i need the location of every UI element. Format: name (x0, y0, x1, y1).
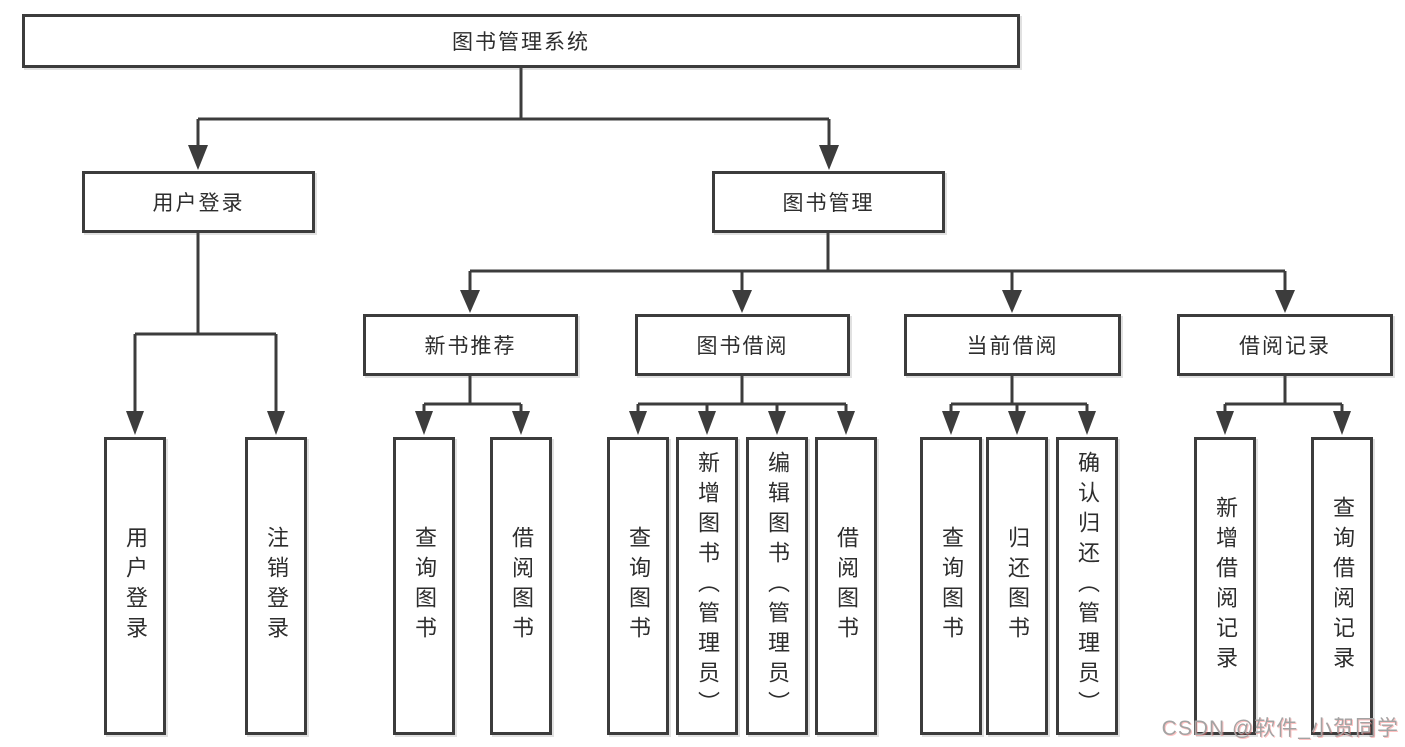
leaf-label: 查询图书 (412, 526, 437, 646)
leaf-label: 查询借阅记录 (1330, 496, 1355, 676)
arrowhead-icons (126, 145, 1351, 435)
leaf-return-books: 归还图书 (986, 437, 1048, 735)
leaf-query-books-borrowing: 查询图书 (607, 437, 669, 735)
leaf-borrow-books-recommend: 借阅图书 (490, 437, 552, 735)
leaf-add-borrow-record: 新增借阅记录 (1194, 437, 1256, 735)
node-current-borrowing: 当前借阅 (904, 314, 1121, 376)
leaf-borrow-books: 借阅图书 (815, 437, 877, 735)
node-book-management: 图书管理 (712, 171, 945, 233)
leaf-label: 查询图书 (626, 526, 651, 646)
leaf-query-books-recommend: 查询图书 (393, 437, 455, 735)
root-node-book-management-system: 图书管理系统 (22, 14, 1020, 68)
node-book-borrowing-label: 图书借阅 (696, 335, 789, 358)
node-borrowing-records: 借阅记录 (1177, 314, 1393, 376)
leaf-label: 新增图书（管理员） (695, 451, 720, 721)
csdn-watermark: CSDN @软件_小贺同学 (1161, 717, 1399, 740)
leaf-user-login: 用户登录 (104, 437, 166, 735)
node-book-borrowing: 图书借阅 (635, 314, 850, 376)
node-book-management-label: 图书管理 (782, 192, 875, 215)
node-current-borrowing-label: 当前借阅 (966, 335, 1059, 358)
leaf-query-books-current: 查询图书 (920, 437, 982, 735)
node-new-book-recommend-label: 新书推荐 (424, 335, 517, 358)
leaf-add-books-admin: 新增图书（管理员） (676, 437, 738, 735)
leaf-label: 借阅图书 (509, 526, 534, 646)
leaf-label: 借阅图书 (834, 526, 859, 646)
leaf-query-borrow-record: 查询借阅记录 (1311, 437, 1373, 735)
node-user-login-label: 用户登录 (152, 192, 245, 215)
leaf-label: 归还图书 (1005, 526, 1030, 646)
leaf-label: 查询图书 (939, 526, 964, 646)
node-borrowing-records-label: 借阅记录 (1239, 335, 1331, 358)
leaf-label: 新增借阅记录 (1213, 496, 1238, 676)
node-user-login: 用户登录 (82, 171, 315, 233)
leaf-label: 用户登录 (123, 526, 148, 646)
node-new-book-recommend: 新书推荐 (363, 314, 578, 376)
leaf-label: 确认归还（管理员） (1075, 451, 1100, 721)
leaf-edit-books-admin: 编辑图书（管理员） (746, 437, 808, 735)
root-node-label: 图书管理系统 (452, 31, 590, 54)
leaf-label: 编辑图书（管理员） (765, 451, 790, 721)
leaf-logout: 注销登录 (245, 437, 307, 735)
leaf-confirm-return-admin: 确认归还（管理员） (1056, 437, 1118, 735)
leaf-label: 注销登录 (264, 526, 289, 646)
